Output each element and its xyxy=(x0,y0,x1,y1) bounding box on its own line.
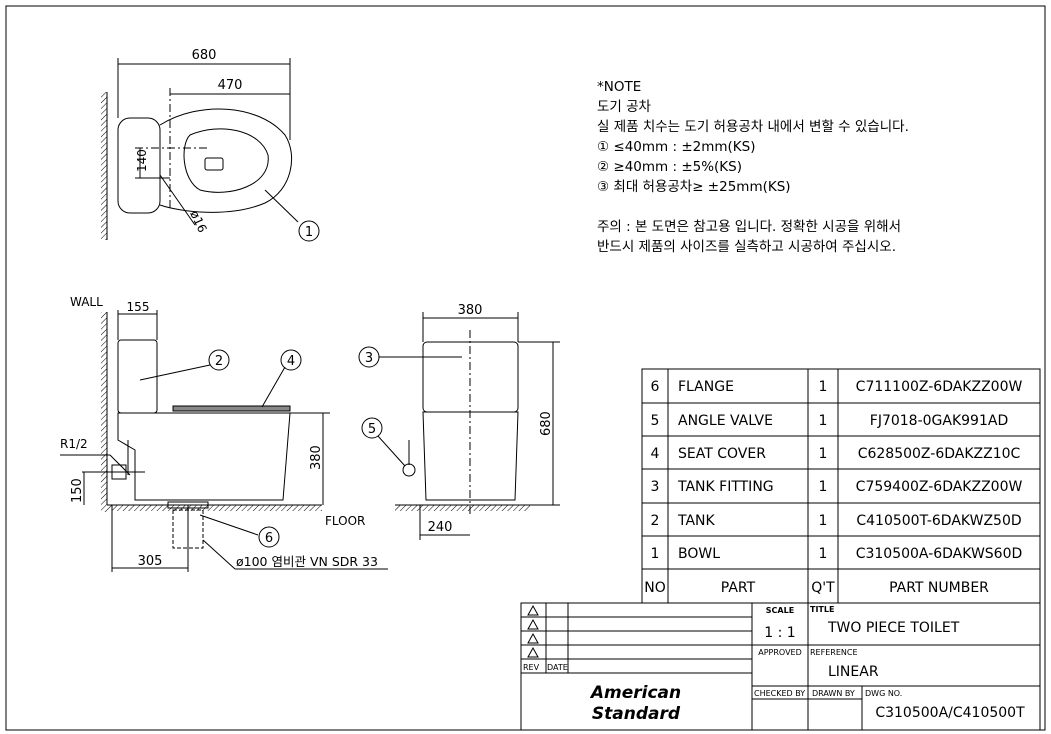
svg-text:Q'T: Q'T xyxy=(811,580,835,596)
callout-2: 2 xyxy=(215,354,223,369)
drawn-by-label: DRAWN BY xyxy=(812,689,855,698)
dim-680-top: 680 xyxy=(192,48,217,63)
svg-text:1: 1 xyxy=(819,413,828,429)
dwg-no-label: DWG NO. xyxy=(865,689,902,698)
svg-text:2: 2 xyxy=(651,513,660,529)
dim-240: 240 xyxy=(428,520,453,535)
table-row: 4 SEAT COVER 1 C628500Z-6DAKZZ10C xyxy=(651,446,1021,462)
scale-value: 1 : 1 xyxy=(764,625,795,641)
dim-155: 155 xyxy=(127,300,150,314)
svg-text:1: 1 xyxy=(651,546,660,562)
table-row: 1 BOWL 1 C310500A-6DAKWS60D xyxy=(651,546,1023,562)
top-view xyxy=(101,58,320,242)
svg-text:C310500A-6DAKWS60D: C310500A-6DAKWS60D xyxy=(856,546,1023,562)
svg-text:FJ7018-0GAK991AD: FJ7018-0GAK991AD xyxy=(870,413,1008,429)
bowl-outline-front xyxy=(422,411,519,501)
svg-text:5: 5 xyxy=(651,413,660,429)
seat-side xyxy=(172,405,291,412)
title-value: TWO PIECE TOILET xyxy=(827,620,960,636)
reference-value: LINEAR xyxy=(828,664,879,680)
table-row: 6 FLANGE 1 C711100Z-6DAKZZ00W xyxy=(651,379,1023,395)
note-line: ③ 최대 허용공차≥ ±25mm(KS) xyxy=(597,179,791,195)
svg-text:C628500Z-6DAKZZ10C: C628500Z-6DAKZZ10C xyxy=(858,446,1021,462)
title-block xyxy=(520,602,1041,731)
svg-text:1: 1 xyxy=(819,446,828,462)
svg-text:3: 3 xyxy=(651,479,660,495)
svg-text:TANK FITTING: TANK FITTING xyxy=(677,479,774,495)
dim-680-front: 680 xyxy=(539,411,554,436)
side-view xyxy=(60,310,388,572)
note-line: ① ≤40mm : ±2mm(KS) xyxy=(597,139,756,155)
svg-text:6: 6 xyxy=(651,379,660,395)
svg-text:C759400Z-6DAKZZ00W: C759400Z-6DAKZZ00W xyxy=(856,479,1023,495)
dim-305: 305 xyxy=(138,554,163,569)
american-standard-logo: American Standard xyxy=(589,683,681,724)
floor-label: FLOOR xyxy=(325,514,365,528)
table-row: 5 ANGLE VALVE 1 FJ7018-0GAK991AD xyxy=(651,413,1009,429)
scale-label: SCALE xyxy=(766,606,794,615)
dwg-no-value: C310500A/C410500T xyxy=(875,705,1025,721)
svg-text:1: 1 xyxy=(819,479,828,495)
thread-label: R1/2 xyxy=(60,437,88,451)
note-header: *NOTE xyxy=(597,79,642,95)
dim-380-front: 380 xyxy=(458,303,483,318)
table-row: 2 TANK 1 C410500T-6DAKWZ50D xyxy=(651,513,1022,529)
callout-3: 3 xyxy=(365,351,373,366)
svg-text:PART NUMBER: PART NUMBER xyxy=(889,580,989,596)
caution-line: 주의 : 본 도면은 참고용 입니다. 정확한 시공을 위해서 xyxy=(597,219,901,235)
tolerance-note: *NOTE 도기 공차 실 제품 치수는 도기 허용공차 내에서 변할 수 있습… xyxy=(597,77,909,257)
svg-text:American: American xyxy=(589,683,681,703)
dim-150: 150 xyxy=(70,478,85,503)
svg-text:1: 1 xyxy=(819,546,828,562)
table-header: NO PART Q'T PART NUMBER xyxy=(644,580,989,596)
caution-line: 반드시 제품의 사이즈를 실측하고 시공하여 주십시오. xyxy=(597,239,896,255)
svg-text:C711100Z-6DAKZZ00W: C711100Z-6DAKZZ00W xyxy=(856,379,1023,395)
svg-text:SEAT COVER: SEAT COVER xyxy=(678,446,766,462)
bowl-outline-top xyxy=(159,108,293,213)
front-view xyxy=(358,312,560,540)
svg-text:ANGLE VALVE: ANGLE VALVE xyxy=(678,413,773,429)
callout-1: 1 xyxy=(305,225,313,240)
svg-text:C410500T-6DAKWZ50D: C410500T-6DAKWZ50D xyxy=(856,513,1021,529)
checked-by-label: CHECKED BY xyxy=(754,689,805,698)
rev-label: REV xyxy=(523,663,540,672)
note-line: 도기 공차 xyxy=(597,99,651,115)
approved-label: APPROVED xyxy=(758,648,802,657)
bowl-outline-side xyxy=(117,412,291,501)
callout-5: 5 xyxy=(368,422,376,437)
pipe-label: ø100 염비관 VN SDR 33 xyxy=(236,554,378,569)
reference-label: REFERENCE xyxy=(810,648,858,657)
parts-table-rows: 6 FLANGE 1 C711100Z-6DAKZZ00W 5 ANGLE VA… xyxy=(644,379,1022,596)
callout-6: 6 xyxy=(265,531,273,546)
table-row: 3 TANK FITTING 1 C759400Z-6DAKZZ00W xyxy=(651,479,1023,495)
svg-text:NO: NO xyxy=(644,580,666,596)
svg-text:PART: PART xyxy=(721,580,756,596)
svg-text:TANK: TANK xyxy=(677,513,716,529)
svg-text:1: 1 xyxy=(819,513,828,529)
svg-text:1: 1 xyxy=(819,379,828,395)
dim-140: 140 xyxy=(135,149,149,172)
wall-label: WALL xyxy=(70,295,103,309)
dim-380-side: 380 xyxy=(309,445,324,470)
tank-outline-top xyxy=(117,117,161,214)
tank-outline-side xyxy=(117,339,158,414)
callout-4: 4 xyxy=(287,354,295,369)
svg-text:BOWL: BOWL xyxy=(678,546,720,562)
svg-text:FLANGE: FLANGE xyxy=(678,379,734,395)
note-line: 실 제품 치수는 도기 허용공차 내에서 변할 수 있습니다. xyxy=(597,119,909,135)
date-label: DATE xyxy=(547,663,568,672)
title-label: TITLE xyxy=(810,605,834,614)
svg-text:Standard: Standard xyxy=(592,704,681,724)
callout-1-circle xyxy=(298,220,320,242)
dim-470: 470 xyxy=(218,78,243,93)
note-line: ② ≥40mm : ±5%(KS) xyxy=(597,159,742,175)
svg-text:4: 4 xyxy=(651,446,660,462)
